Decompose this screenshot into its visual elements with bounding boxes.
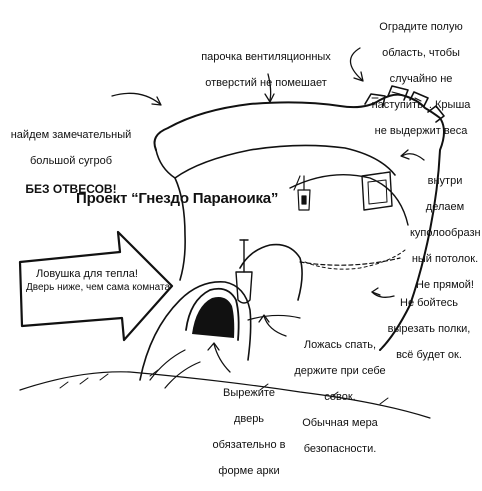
pointer-roof bbox=[349, 47, 363, 81]
ground-base bbox=[19, 371, 431, 419]
floor-guide bbox=[304, 249, 406, 270]
note-shovel-line-5: безопасности. bbox=[303, 443, 377, 455]
note-vents: парочка вентиляционных отверстий не поме… bbox=[166, 38, 366, 103]
note-heat-trap-line-1: Ловушка для тепла! bbox=[36, 268, 138, 280]
dome-ceiling bbox=[289, 174, 409, 226]
note-dome-line-2: делаем bbox=[425, 201, 465, 213]
note-shovel-line-2: держите при себе bbox=[294, 365, 386, 377]
pointer-dome bbox=[401, 153, 425, 161]
note-drift-line-1: найдем замечательный bbox=[10, 129, 132, 141]
pointer-door bbox=[213, 343, 231, 373]
note-dome-line-5: Не прямой! bbox=[416, 279, 474, 291]
note-door-line-3: обязательно в bbox=[212, 439, 286, 451]
pointer-dome-head bbox=[400, 149, 410, 160]
note-door-line-2: дверь bbox=[233, 413, 265, 425]
note-roof-line-2: область, чтобы bbox=[382, 47, 460, 59]
note-heat-trap: Ловушка для тепла! Дверь ниже, чем сама … bbox=[26, 268, 170, 294]
note-dome: внутри делаем куполообразн ный потолок. … bbox=[410, 162, 481, 305]
big-arrow-icon bbox=[18, 230, 174, 342]
note-roof-line-1: Оградите полую bbox=[379, 21, 463, 33]
note-door-line-1: Вырежите bbox=[223, 387, 275, 399]
pointer-shovel bbox=[263, 315, 287, 337]
note-shovel: Ложась спать, держите при себе совок. Об… bbox=[282, 326, 398, 469]
pointer-shovel-head bbox=[258, 314, 270, 323]
note-roof-line-4: наступить. . Крыша bbox=[371, 99, 471, 111]
shelf-niche bbox=[361, 171, 393, 211]
note-shovel-line-3: совок. bbox=[324, 391, 356, 403]
note-roof-line-3: случайно не bbox=[389, 73, 453, 85]
note-roof-line-5: не выдержит веса bbox=[374, 125, 468, 137]
note-roof: Оградите полую область, чтобы случайно н… bbox=[364, 8, 478, 151]
tunnel-outer bbox=[139, 281, 252, 381]
pointer-title bbox=[293, 175, 301, 191]
pointer-shelves-head bbox=[371, 287, 381, 296]
roof-block-hatch bbox=[371, 91, 422, 102]
lantern-icon bbox=[297, 175, 311, 211]
pointer-drift bbox=[111, 92, 161, 105]
pointer-drift-head bbox=[151, 96, 162, 106]
diagram-title: Проект “Гнездо Параноика” bbox=[76, 190, 279, 207]
note-drift-line-2: большой сугроб bbox=[29, 155, 113, 167]
roof-lip bbox=[174, 177, 186, 281]
pointer-vents bbox=[267, 73, 272, 101]
note-dome-line-3: куполообразн bbox=[410, 227, 481, 239]
mound-outline bbox=[153, 93, 445, 351]
note-shovel-line-1: Ложась спать, bbox=[303, 339, 377, 351]
note-drift-emphasis: БЕЗ ОТВЕСОВ! bbox=[25, 182, 117, 196]
chamber-wall bbox=[239, 243, 303, 301]
chamber-floor bbox=[247, 314, 301, 321]
note-vents-line-2: отверстий не помешает bbox=[205, 77, 327, 89]
note-dome-line-1: внутри bbox=[427, 175, 463, 187]
note-shovel-line-4: Обычная мера bbox=[302, 417, 378, 429]
pointer-door-head bbox=[207, 342, 220, 351]
pointer-roof-head bbox=[353, 71, 364, 82]
roof-blocks bbox=[364, 85, 445, 123]
tunnel-step bbox=[149, 349, 201, 389]
snow-shelter-diagram bbox=[18, 47, 445, 419]
note-door: Вырежите дверь обязательно в форме арки bbox=[206, 374, 292, 491]
note-drift: найдем замечательный большой сугроб БЕЗ … bbox=[6, 116, 136, 209]
note-shelves-line-3: всё будет ок. bbox=[396, 349, 462, 361]
note-shelves-line-2: вырезать полки, bbox=[387, 323, 471, 335]
ground-hatch bbox=[59, 369, 389, 405]
note-shelves: Не бойтесь вырезать полки, всё будет ок. bbox=[378, 284, 480, 375]
note-shelves-line-1: Не бойтесь bbox=[400, 297, 458, 309]
pointer-vents-head bbox=[264, 93, 275, 103]
shovel-icon bbox=[235, 239, 253, 304]
shelf-inner bbox=[367, 179, 388, 205]
dome-floor bbox=[299, 257, 401, 266]
note-door-line-4: форме арки bbox=[218, 465, 280, 477]
note-dome-line-4: ный потолок. bbox=[411, 253, 479, 265]
arched-door bbox=[185, 287, 240, 341]
roof-front-edge bbox=[155, 144, 396, 179]
note-vents-line-1: парочка вентиляционных bbox=[201, 51, 331, 63]
note-heat-trap-line-2: Дверь ниже, чем сама комната bbox=[26, 282, 171, 293]
arched-door-dark bbox=[192, 297, 235, 338]
